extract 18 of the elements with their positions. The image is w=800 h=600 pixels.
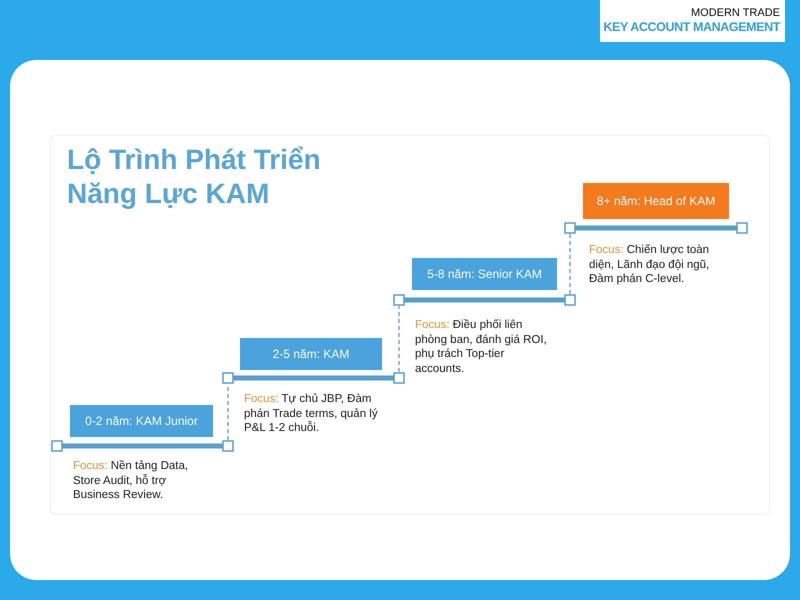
header-title: KEY ACCOUNT MANAGEMENT	[603, 20, 780, 36]
level-box: 8+ năm: Head of KAM	[583, 183, 729, 219]
dashed-connector	[569, 234, 571, 294]
level-box: 2-5 năm: KAM	[240, 338, 382, 370]
timeline-bar	[393, 294, 576, 306]
header-subtitle: MODERN TRADE	[690, 6, 780, 20]
focus-note: Focus: Điều phối liên phòng ban, đánh giá ROI, phụ trách Top-tier accounts.	[415, 318, 548, 376]
focus-note: Focus: Chiến lược toàn diện, Lãnh đạo đội ngũ, Đàm phán C-level.	[589, 243, 710, 286]
dashed-connector	[398, 306, 400, 372]
focus-note: Focus: Tự chủ JBP, Đàm phán Trade terms, quản lý P&L 1-2 chuỗi.	[244, 392, 379, 436]
timeline-bar	[564, 222, 748, 234]
timeline-bar	[51, 440, 234, 452]
focus-note: Focus: Nền tảng Data, Store Audit, hỗ trợ Business Review.	[73, 459, 190, 502]
dashed-connector	[227, 384, 229, 440]
level-box: 5-8 năm: Senior KAM	[412, 258, 557, 290]
title: Lộ Trình Phát Triển Năng Lực KAM	[67, 143, 322, 211]
timeline-bar	[222, 372, 405, 384]
level-box: 0-2 năm: KAM Junior	[70, 405, 213, 437]
